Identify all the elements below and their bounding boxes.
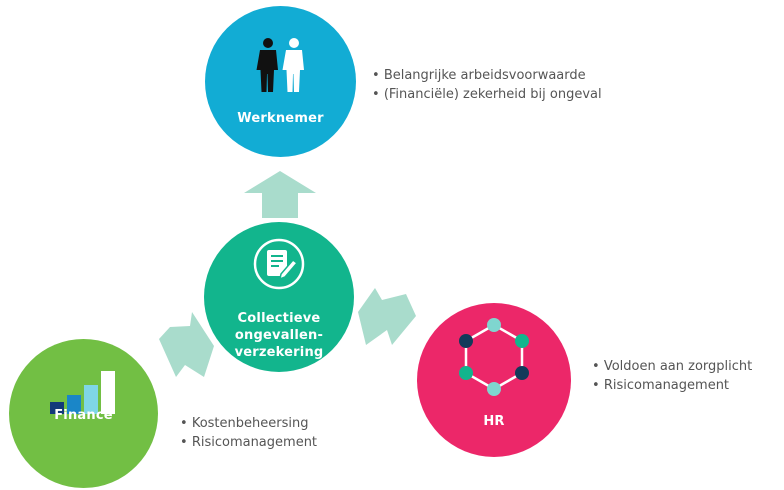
bullet-item: Kostenbeheersing [180, 414, 317, 433]
bullet-item: Voldoen aan zorgplicht [592, 357, 752, 376]
two-people-icon [256, 38, 304, 92]
bullet-item: Belangrijke arbeidsvoorwaarde [372, 66, 602, 85]
bullet-item: Risicomanagement [180, 433, 317, 452]
werknemer-bullets: Belangrijke arbeidsvoorwaarde (Financiël… [372, 66, 602, 104]
center-label-line: Collectieve [237, 311, 321, 326]
hr-bullets: Voldoen aan zorgplicht Risicomanagement [592, 357, 752, 395]
center-label-line: verzekering [234, 345, 324, 360]
bullet-item: Risicomanagement [592, 376, 752, 395]
werknemer-label: Werknemer [237, 111, 324, 126]
bar-chart-icon [49, 371, 115, 414]
document-pen-icon [253, 238, 305, 290]
center-label: Collectieve ongevallen- verzekering [235, 310, 324, 361]
bullet-item: (Financiële) zekerheid bij ongeval [372, 85, 602, 104]
finance-bullets: Kostenbeheersing Risicomanagement [180, 414, 317, 452]
hr-label: HR [483, 414, 505, 429]
center-circle: Collectieve ongevallen- verzekering [204, 222, 354, 372]
hexagon-network-icon [459, 318, 529, 396]
finance-label: Finance [54, 408, 113, 423]
hr-circle: HR [417, 303, 571, 457]
center-label-line: ongevallen- [234, 328, 324, 343]
werknemer-circle: Werknemer [205, 6, 356, 157]
finance-circle: Finance [9, 339, 158, 488]
